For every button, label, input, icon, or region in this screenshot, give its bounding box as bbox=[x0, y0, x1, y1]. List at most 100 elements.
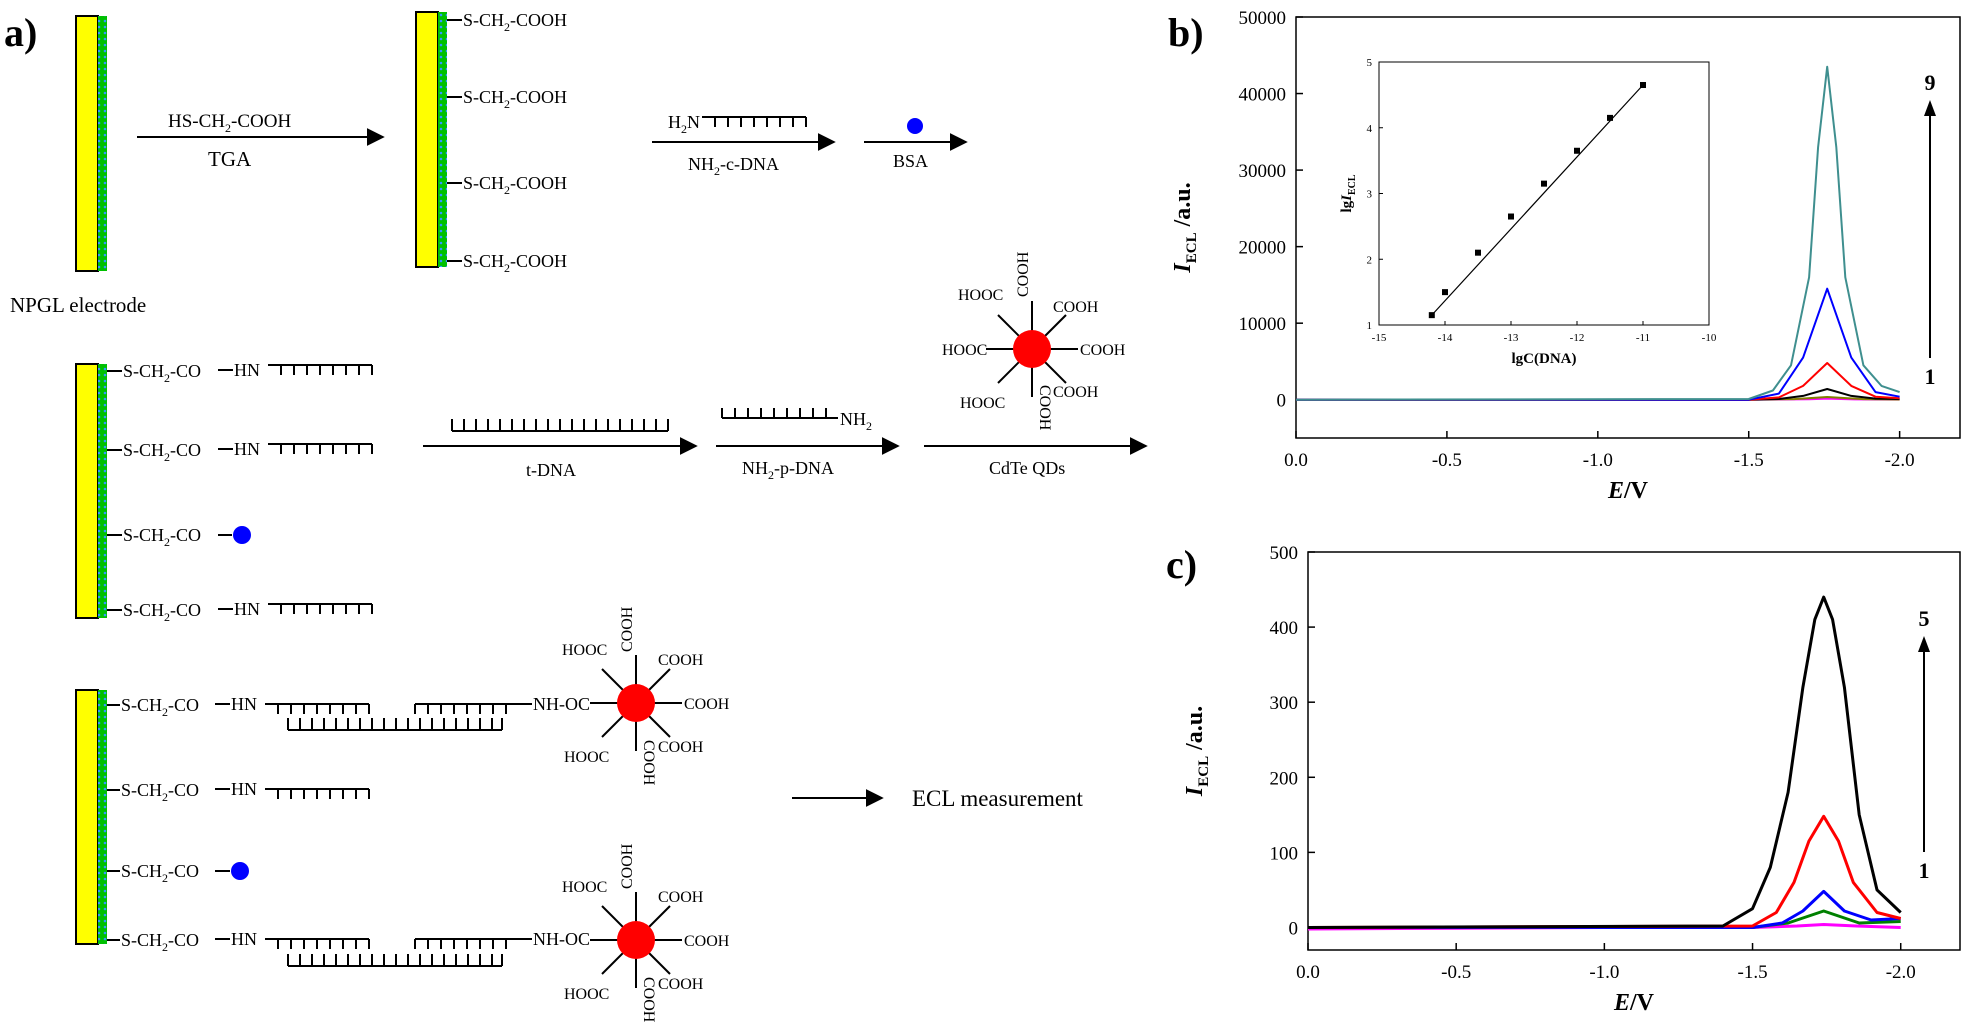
arrow-label-low-b: 1 bbox=[1925, 364, 1936, 389]
svg-text:S-CH2-CO: S-CH2-CO bbox=[123, 440, 201, 464]
svg-text:COOH: COOH bbox=[1036, 385, 1053, 431]
inset-x-tick-label: -10 bbox=[1702, 332, 1717, 344]
y-tick-label-c: 200 bbox=[1270, 768, 1299, 789]
electrode-bare bbox=[75, 15, 107, 272]
svg-text:COOH: COOH bbox=[684, 933, 730, 950]
svg-text:S-CH2-CO: S-CH2-CO bbox=[121, 780, 199, 804]
cdna-reagent: H2N bbox=[668, 112, 807, 136]
svg-text:HN: HN bbox=[231, 694, 257, 714]
inset-y-tick-label: 3 bbox=[1367, 189, 1373, 201]
x-tick-label-c: 0.0 bbox=[1296, 962, 1320, 983]
svg-text:NH-OC: NH-OC bbox=[533, 694, 590, 714]
tga-linkers: S-CH2-COOH S-CH2-COOH S-CH2-COOH S-CH2-C… bbox=[447, 10, 567, 275]
inset-data-point bbox=[1541, 180, 1547, 187]
x-tick-label-b: 0.0 bbox=[1284, 450, 1308, 471]
electrode-tga bbox=[415, 11, 447, 268]
x-axis-label-b: E/V bbox=[1607, 478, 1649, 504]
y-tick-label-c: 0 bbox=[1289, 918, 1299, 939]
increase-arrowhead-b bbox=[1924, 100, 1936, 116]
svg-text:NH2: NH2 bbox=[840, 409, 872, 433]
x-tick-label-b: -1.0 bbox=[1583, 450, 1613, 471]
svg-text:COOH: COOH bbox=[640, 740, 657, 786]
svg-text:HOOC: HOOC bbox=[942, 342, 987, 359]
cdna-linkers: S-CH2-CO HN S-CH2-CO HN S-CH2-CO S-CH2-C… bbox=[107, 360, 373, 624]
svg-text:S-CH2-CO: S-CH2-CO bbox=[121, 930, 199, 954]
electrode-cdna bbox=[75, 363, 107, 619]
svg-text:HOOC: HOOC bbox=[562, 879, 607, 896]
panel-label-c: c) bbox=[1166, 542, 1197, 587]
svg-text:HOOC: HOOC bbox=[564, 749, 609, 766]
cdna-label: NH2-c-DNA bbox=[688, 154, 779, 178]
inset-x-tick-label: -14 bbox=[1438, 332, 1453, 344]
final-assembly: S-CH2-CO HN NH-OC COOH COOH COOH COOH CO… bbox=[107, 606, 730, 1023]
y-tick-label-c: 400 bbox=[1270, 618, 1299, 639]
inset-y-tick-label: 5 bbox=[1367, 57, 1373, 69]
svg-text:HN: HN bbox=[231, 929, 257, 949]
y-tick-label-b: 20000 bbox=[1239, 238, 1287, 259]
x-tick-label-c: -2.0 bbox=[1886, 962, 1916, 983]
svg-text:HN: HN bbox=[234, 360, 260, 380]
svg-text:COOH: COOH bbox=[640, 977, 657, 1023]
svg-text:S-CH2-COOH: S-CH2-COOH bbox=[463, 87, 567, 111]
inset-y-tick-label: 1 bbox=[1367, 320, 1373, 332]
svg-text:S-CH2-CO: S-CH2-CO bbox=[123, 361, 201, 385]
bsa-dot bbox=[907, 118, 923, 134]
svg-text:COOH: COOH bbox=[619, 843, 636, 889]
svg-text:COOH: COOH bbox=[1015, 251, 1032, 297]
y-tick-label-b: 10000 bbox=[1239, 314, 1287, 335]
panel-label-b: b) bbox=[1168, 10, 1204, 55]
svg-text:HN: HN bbox=[234, 439, 260, 459]
plot-frame-c bbox=[1307, 551, 1961, 951]
y-tick-label-c: 300 bbox=[1270, 693, 1299, 714]
svg-text:HN: HN bbox=[234, 599, 260, 619]
svg-text:HOOC: HOOC bbox=[564, 986, 609, 1003]
panel-label-a: a) bbox=[4, 10, 37, 55]
x-tick-label-b: -0.5 bbox=[1432, 450, 1462, 471]
qd-label: CdTe QDs bbox=[989, 458, 1065, 478]
inset-data-point bbox=[1442, 289, 1448, 296]
ecl-label: ECL measurement bbox=[912, 786, 1084, 811]
arrow-label-low-c: 1 bbox=[1919, 858, 1930, 883]
inset-x-tick-label: -15 bbox=[1372, 332, 1387, 344]
inset-data-point bbox=[1574, 147, 1580, 154]
inset-x-tick-label: -11 bbox=[1636, 332, 1650, 344]
inset-x-tick-label: -13 bbox=[1504, 332, 1519, 344]
svg-text:S-CH2-CO: S-CH2-CO bbox=[123, 525, 201, 549]
svg-text:H2N: H2N bbox=[668, 112, 700, 136]
series-line-b-6 bbox=[1295, 65, 1900, 401]
electrode-label: NPGL electrode bbox=[10, 293, 146, 317]
y-tick-label-c: 100 bbox=[1270, 843, 1299, 864]
tga-label: TGA bbox=[208, 147, 252, 171]
x-tick-label-b: -1.5 bbox=[1734, 450, 1764, 471]
tga-reagent: HS-CH2-COOH bbox=[168, 111, 291, 135]
svg-text:COOH: COOH bbox=[1053, 384, 1099, 401]
inset-data-point bbox=[1640, 82, 1646, 89]
bsa-label: BSA bbox=[893, 151, 928, 171]
svg-text:NH-OC: NH-OC bbox=[533, 929, 590, 949]
svg-text:COOH: COOH bbox=[1053, 299, 1099, 316]
y-tick-label-b: 0 bbox=[1277, 391, 1287, 412]
x-tick-label-b: -2.0 bbox=[1885, 450, 1915, 471]
y-axis-label-c: IECL /a.u. bbox=[1182, 706, 1212, 797]
svg-text:HOOC: HOOC bbox=[562, 642, 607, 659]
inset-data-point bbox=[1475, 249, 1481, 256]
svg-text:COOH: COOH bbox=[658, 889, 704, 906]
svg-text:COOH: COOH bbox=[658, 739, 704, 756]
svg-text:HN: HN bbox=[231, 779, 257, 799]
svg-text:S-CH2-CO: S-CH2-CO bbox=[121, 695, 199, 719]
svg-text:COOH: COOH bbox=[1080, 342, 1126, 359]
tdna-label: t-DNA bbox=[526, 460, 576, 480]
series-line-c-5 bbox=[1307, 595, 1902, 929]
svg-text:HOOC: HOOC bbox=[958, 287, 1003, 304]
svg-text:COOH: COOH bbox=[658, 652, 704, 669]
svg-text:HOOC: HOOC bbox=[960, 395, 1005, 412]
inset-data-point bbox=[1607, 114, 1613, 121]
y-tick-label-b: 40000 bbox=[1239, 85, 1287, 106]
series-line-c-3 bbox=[1308, 889, 1901, 929]
svg-text:COOH: COOH bbox=[619, 606, 636, 652]
y-tick-label-b: 50000 bbox=[1239, 8, 1287, 29]
y-tick-label-b: 30000 bbox=[1239, 161, 1287, 182]
